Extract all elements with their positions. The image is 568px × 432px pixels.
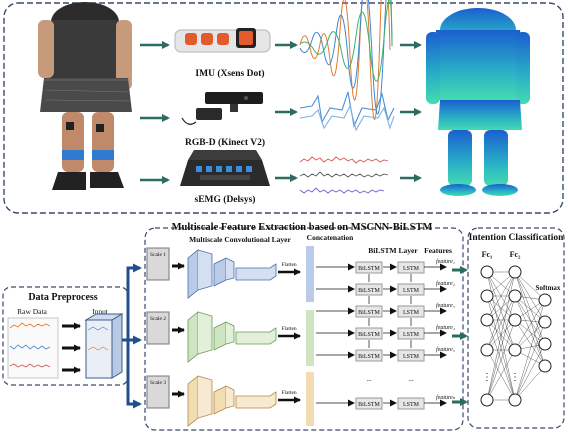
kinect-camera-icon <box>181 92 263 125</box>
concat-bar-3 <box>306 372 314 426</box>
subject-photo <box>38 2 132 190</box>
concat-bar-2 <box>306 310 314 366</box>
bilstm-row-2: BiLSTM LSTM <box>355 283 425 296</box>
scale-1-row: Scale 1 Flatten <box>146 247 301 299</box>
imu-label: IMU (Xsens Dot) <box>195 68 264 79</box>
concat-label: Concatenation <box>307 233 354 242</box>
scale-3-input <box>146 375 170 409</box>
scale-2-input <box>146 311 170 345</box>
classification-title: Intention Classification <box>469 233 564 243</box>
feature-n: featureₙ <box>436 394 456 401</box>
svg-text:BiLSTM: BiLSTM <box>358 310 380 316</box>
features-label: Features <box>424 246 452 255</box>
feature-5: feature₅ <box>436 346 455 353</box>
fc-network: ⋮ ⋮ <box>480 265 552 407</box>
scale-2-label: Scale 2 <box>150 316 166 322</box>
bilstm-row-n: BiLSTM LSTM <box>355 397 425 410</box>
classification-frame <box>467 227 565 429</box>
scale-3-row: Scale 3 Flatten <box>146 375 301 427</box>
softmax-label: Softmax <box>536 284 561 292</box>
emg-label: sEMG (Delsys) <box>195 194 256 205</box>
feature-3: feature₃ <box>436 302 455 309</box>
svg-text:LSTM: LSTM <box>403 266 420 272</box>
scale-1-label: Scale 1 <box>150 252 166 258</box>
input-stack <box>84 313 124 379</box>
scale-1-input <box>146 247 170 281</box>
bilstm-layer-label: BiLSTM Layer <box>368 246 418 255</box>
feature-1: feature₁ <box>436 258 455 265</box>
emg-signal-waves <box>299 156 389 194</box>
feature-2: feature₂ <box>436 280 455 287</box>
feature-4: feature₄ <box>436 324 455 331</box>
raw-data-label: Raw Data <box>17 307 47 316</box>
fc2-dots: ⋮ <box>510 372 520 383</box>
flatten-label-3: Flatten <box>281 390 297 396</box>
extraction-frame <box>144 227 464 431</box>
fc1-label: Fc₁ <box>482 250 493 259</box>
kinect-label: RGB-D (Kinect V2) <box>185 137 265 148</box>
input-label: Input <box>92 307 109 316</box>
bilstm-grid: BiLSTM LSTM BiLSTM LSTM BiLSTM LSTM BiLS… <box>316 261 447 410</box>
svg-text:LSTM: LSTM <box>403 354 420 360</box>
svg-text:BiLSTM: BiLSTM <box>358 266 380 272</box>
svg-text:LSTM: LSTM <box>403 332 420 338</box>
bilstm-row-4: BiLSTM LSTM <box>355 327 425 340</box>
bilstm-row-1: BiLSTM LSTM <box>355 261 425 274</box>
svg-text:BiLSTM: BiLSTM <box>358 332 380 338</box>
scale-2-row: Scale 2 Flatten <box>146 311 301 363</box>
scale-3-label: Scale 3 <box>150 380 166 386</box>
fc1-dots: ⋮ <box>482 372 492 383</box>
bilstm-ellipsis-right: ... <box>408 375 414 383</box>
emg-case-icon <box>180 150 270 186</box>
concat-bar-1 <box>306 246 314 302</box>
svg-text:LSTM: LSTM <box>403 310 420 316</box>
extraction-title: Multiscale Feature Extraction based on M… <box>172 222 433 233</box>
imu-sensor-icon <box>174 28 271 53</box>
top-panel-frame <box>3 2 564 214</box>
bilstm-ellipsis-left: ... <box>366 375 372 383</box>
flatten-label-2: Flatten <box>281 326 297 332</box>
flatten-label-1: Flatten <box>281 262 297 268</box>
raw-data-plots <box>7 317 59 379</box>
conv-layer-label: Multiscale Convolutional Layer <box>189 235 291 244</box>
kinect-signal-waves <box>299 91 395 132</box>
point-cloud-figure <box>426 8 530 196</box>
fc2-label: Fc₂ <box>510 250 521 259</box>
imu-signal-waves <box>299 0 393 121</box>
svg-text:BiLSTM: BiLSTM <box>358 354 380 360</box>
input-to-scales-connector <box>122 263 142 409</box>
bilstm-row-3: BiLSTM LSTM <box>355 305 425 318</box>
svg-text:LSTM: LSTM <box>403 288 420 294</box>
svg-text:LSTM: LSTM <box>403 402 420 408</box>
svg-text:BiLSTM: BiLSTM <box>358 402 380 408</box>
svg-text:BiLSTM: BiLSTM <box>358 288 380 294</box>
preprocess-title: Data Preprocess <box>28 292 97 303</box>
feature-outputs: feature₁ feature₂ feature₃ feature₄ feat… <box>436 258 456 401</box>
bilstm-row-5: BiLSTM LSTM <box>355 349 425 362</box>
